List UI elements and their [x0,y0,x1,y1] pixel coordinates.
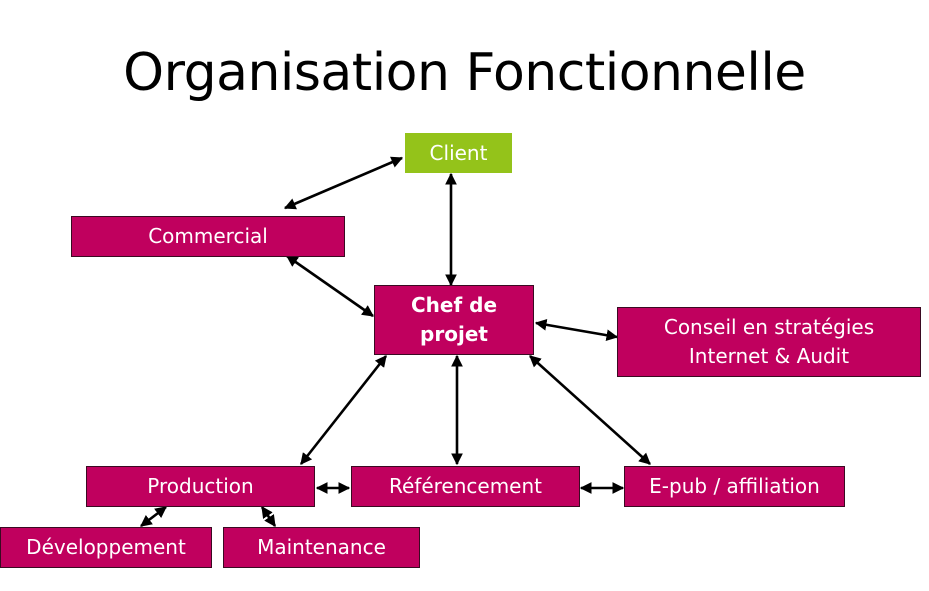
node-production-label: Production [147,474,254,498]
node-epub-label: E-pub / affiliation [649,474,820,498]
node-maintenance-label: Maintenance [257,535,386,559]
node-conseil-label-line2: Internet & Audit [688,344,850,368]
node-epub-affiliation: E-pub / affiliation [624,466,845,507]
arrow-commercial-chef [286,254,374,318]
arrow-production-developpement [140,505,167,528]
node-client: Client [405,133,512,173]
node-chef-de-projet: Chef de projet [374,285,534,355]
arrow-production-maintenance [260,506,277,527]
arrow-chef-epub [529,355,651,465]
node-conseil: Conseil en stratégies Internet & Audit [617,307,921,377]
node-conseil-label-line1: Conseil en stratégies [663,315,875,339]
node-chef-label-line1: Chef de [410,293,498,317]
node-developpement-label: Développement [26,535,186,559]
node-referencement: Référencement [351,466,580,507]
node-chef-label-line2: projet [420,322,488,346]
node-referencement-label: Référencement [388,474,543,498]
page-title: Organisation Fonctionnelle [123,43,806,103]
arrow-chef-production [299,355,388,465]
arrow-client-commercial [283,156,404,210]
node-production: Production [86,466,315,507]
node-commercial-label: Commercial [148,224,268,248]
node-maintenance: Maintenance [223,527,420,568]
node-commercial: Commercial [71,216,345,257]
node-developpement: Développement [0,527,212,568]
arrow-chef-conseil [534,319,619,341]
node-client-label: Client [429,140,488,165]
